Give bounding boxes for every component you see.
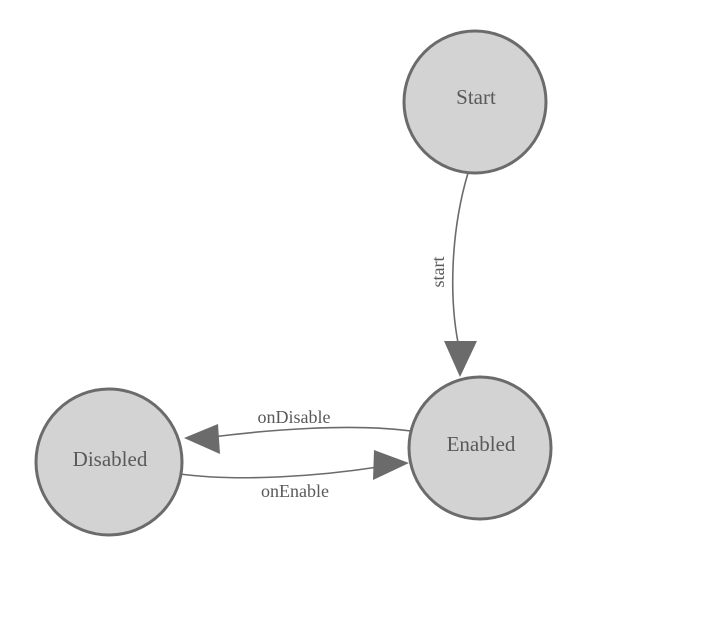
edge-disabled-to-enabled-label: onEnable: [261, 481, 329, 501]
node-start-label: Start: [456, 85, 496, 109]
edge-start-to-enabled-arrowhead-icon: [444, 341, 477, 377]
edge-enabled-to-disabled-path: [211, 426, 412, 438]
node-start-circle: [402, 29, 548, 175]
edge-enabled-to-disabled[interactable]: onDisable: [184, 407, 412, 454]
node-enabled-label: Enabled: [447, 432, 516, 456]
edge-start-to-enabled[interactable]: start: [428, 172, 477, 377]
edge-disabled-to-enabled-path: [179, 466, 379, 479]
node-disabled-circle: [34, 387, 184, 537]
edge-enabled-to-disabled-arrowhead-icon: [184, 424, 220, 454]
node-enabled-circle: [407, 375, 553, 521]
node-enabled[interactable]: Enabled: [407, 375, 553, 521]
node-disabled[interactable]: Disabled: [34, 387, 184, 537]
edge-start-to-enabled-path: [451, 172, 469, 353]
edge-disabled-to-enabled[interactable]: onEnable: [179, 450, 409, 501]
edge-start-to-enabled-label: start: [428, 257, 448, 288]
edge-disabled-to-enabled-arrowhead-icon: [373, 450, 409, 480]
edge-enabled-to-disabled-label: onDisable: [258, 407, 331, 427]
node-start[interactable]: Start: [402, 29, 548, 175]
node-disabled-label: Disabled: [73, 447, 148, 471]
